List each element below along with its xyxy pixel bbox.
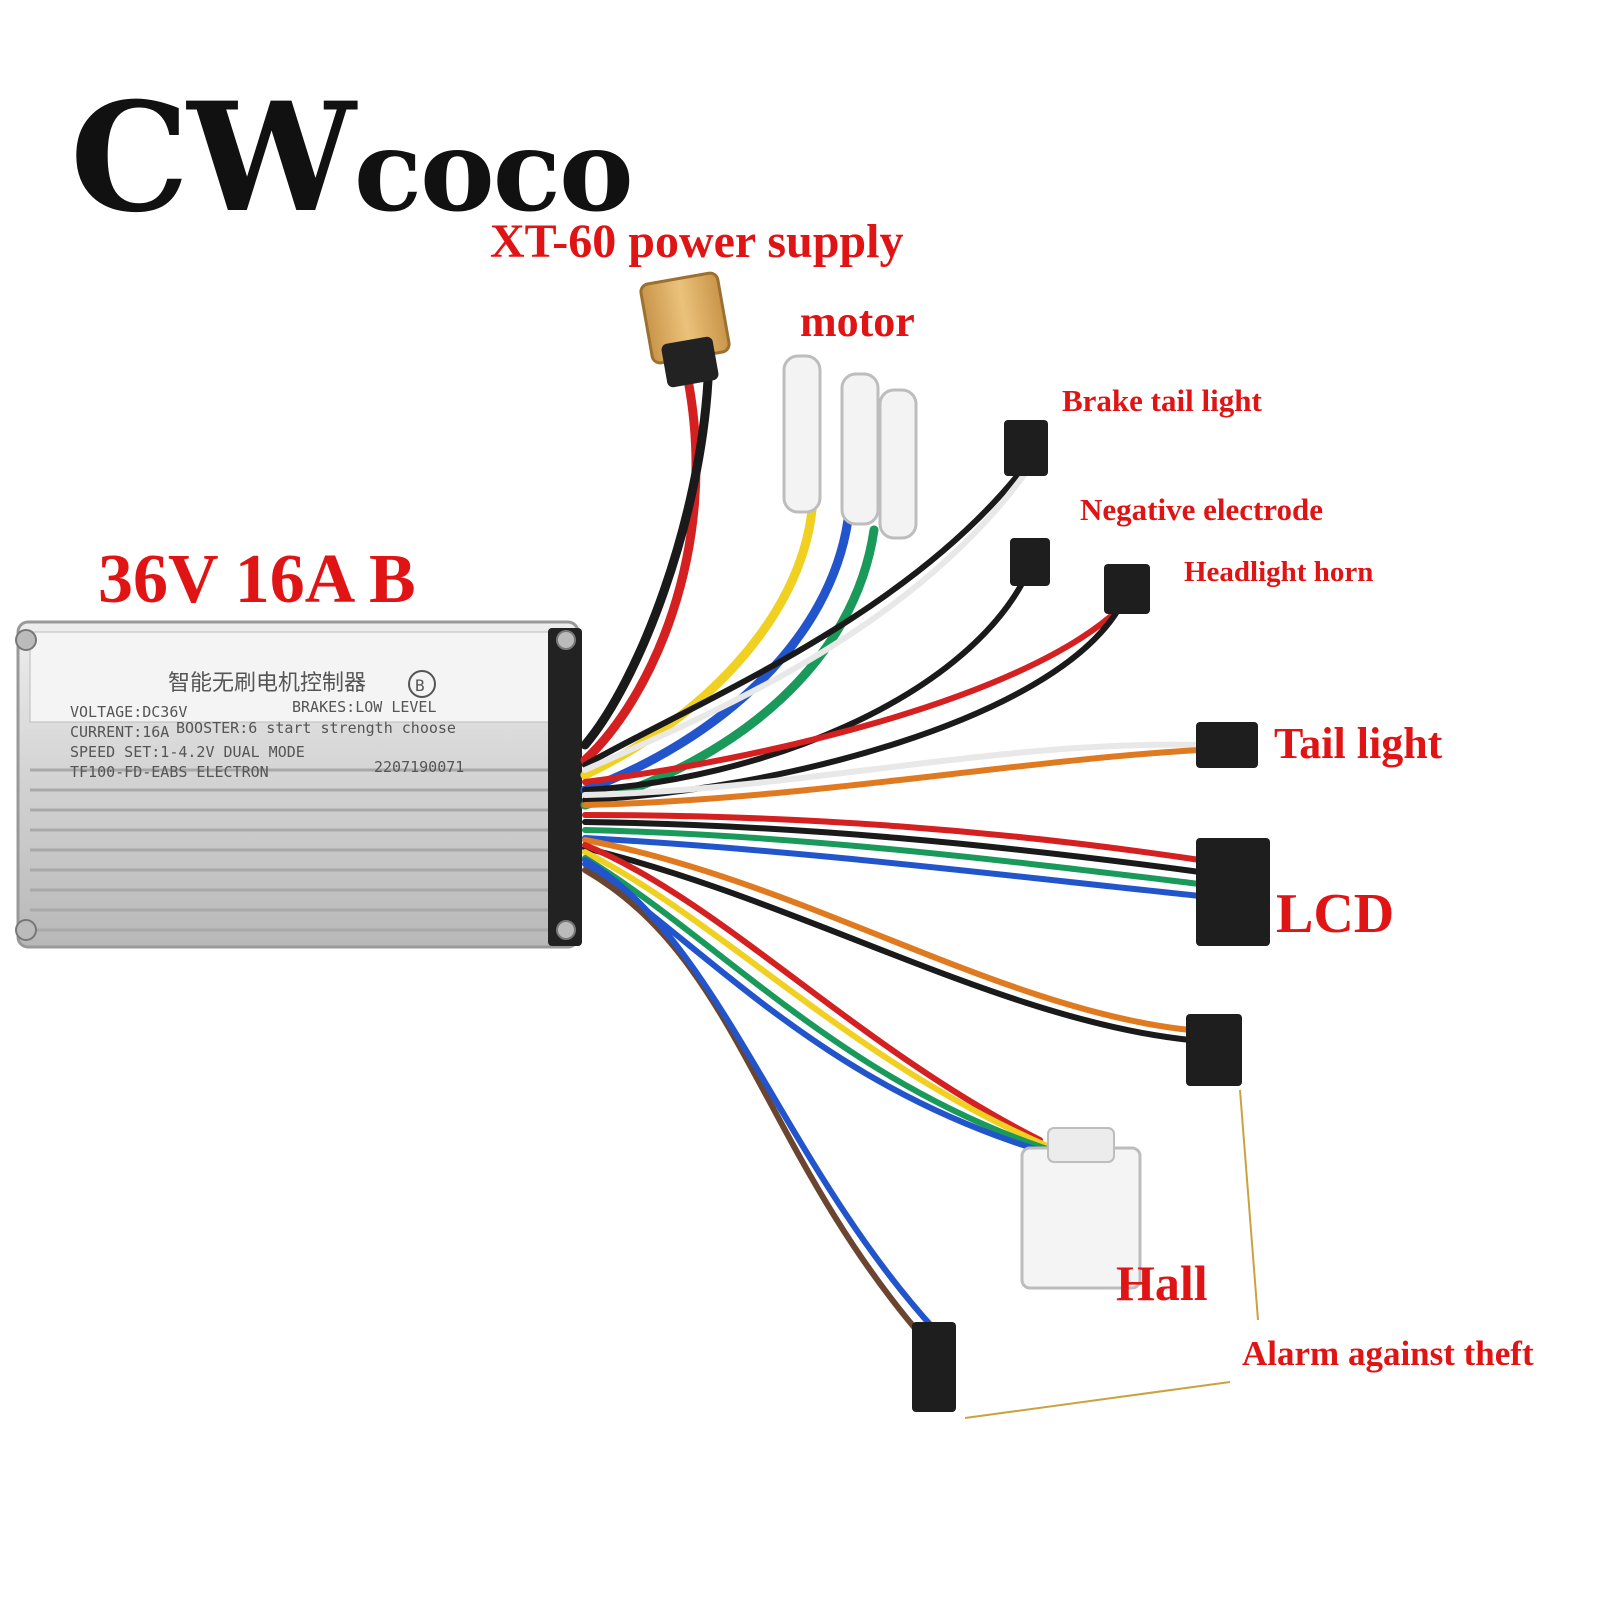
- xt60-connector: [639, 271, 731, 388]
- controller-casing: [15, 620, 582, 949]
- lcd-wire-green: [582, 827, 1203, 887]
- brand-cap: CW: [70, 70, 356, 246]
- label-hall: Hall: [1116, 1255, 1208, 1311]
- lcd-connector: [1196, 838, 1270, 946]
- brake-wire-white: [582, 472, 1027, 773]
- label-power-supply: XT-60 power supply: [490, 215, 904, 268]
- alarm-connector: [1186, 1014, 1242, 1086]
- lcd-wire-red: [582, 812, 1203, 863]
- brand-rest: coco: [353, 106, 634, 237]
- power-black-wire: [580, 375, 713, 750]
- label-brake-tail-light: Brake tail light: [1062, 383, 1262, 418]
- theft-wire-brown: [582, 867, 928, 1343]
- theft-wire-blue: [582, 857, 938, 1333]
- label-lcd: LCD: [1276, 883, 1395, 945]
- label-negative-electrode: Negative electrode: [1080, 492, 1324, 527]
- hall-wire-yellow: [582, 849, 1048, 1148]
- theft-connector: [912, 1322, 956, 1412]
- controller-label-plate: 智能无刷电机控制器 B VOLTAGE:DC36V BRAKES:LOW LEV…: [70, 670, 464, 781]
- hall-connector: [1020, 1127, 1142, 1290]
- small-connectors: [912, 420, 1270, 1412]
- plate-mark: B: [415, 676, 425, 695]
- hall-wire-red: [582, 842, 1043, 1143]
- plate-voltage: VOLTAGE:DC36V: [70, 703, 187, 721]
- headlight-connector: [1104, 564, 1150, 614]
- wire-bundle: [580, 375, 1203, 1343]
- negative-wire: [582, 577, 1027, 793]
- brake-wire-black: [582, 472, 1021, 768]
- label-headlight-horn: Headlight horn: [1184, 556, 1374, 588]
- tail-connector: [1196, 722, 1258, 768]
- alarm-wire-orange: [582, 837, 1193, 1033]
- plate-brakes: BRAKES:LOW LEVEL: [292, 698, 437, 716]
- plate-model: TF100-FD-EABS ELECTRON: [70, 763, 269, 781]
- plate-title: 智能无刷电机控制器: [168, 671, 366, 696]
- label-tail-light: Tail light: [1274, 719, 1443, 768]
- tail-wire-orange: [582, 747, 1203, 808]
- spec-title: 36V 16A B: [98, 541, 416, 618]
- label-motor: motor: [800, 297, 915, 346]
- plate-mark-circle: [408, 670, 436, 698]
- brake-connector: [1004, 420, 1048, 476]
- power-red-wire: [580, 375, 701, 765]
- headlight-wire-red: [582, 607, 1121, 785]
- lcd-wire-blue: [582, 835, 1203, 899]
- lcd-wire-black: [582, 819, 1203, 875]
- alarm-pointer-lines: [964, 1089, 1259, 1419]
- brand-logo: CWcoco: [70, 70, 634, 246]
- tail-wire-white: [582, 741, 1203, 798]
- plate-booster: BOOSTER:6 start strength choose: [176, 719, 456, 737]
- motor-connectors: [782, 354, 918, 540]
- plate-serial: 2207190071: [374, 758, 464, 776]
- alarm-wire-black: [582, 845, 1193, 1043]
- plate-speed: SPEED SET:1-4.2V DUAL MODE: [70, 743, 305, 761]
- plate-current: CURRENT:16A: [70, 723, 169, 741]
- label-alarm: Alarm against theft: [1242, 1334, 1534, 1373]
- negative-connector: [1010, 538, 1050, 586]
- motor-blue-wire: [580, 515, 853, 795]
- hall-wire-green: [582, 855, 1053, 1153]
